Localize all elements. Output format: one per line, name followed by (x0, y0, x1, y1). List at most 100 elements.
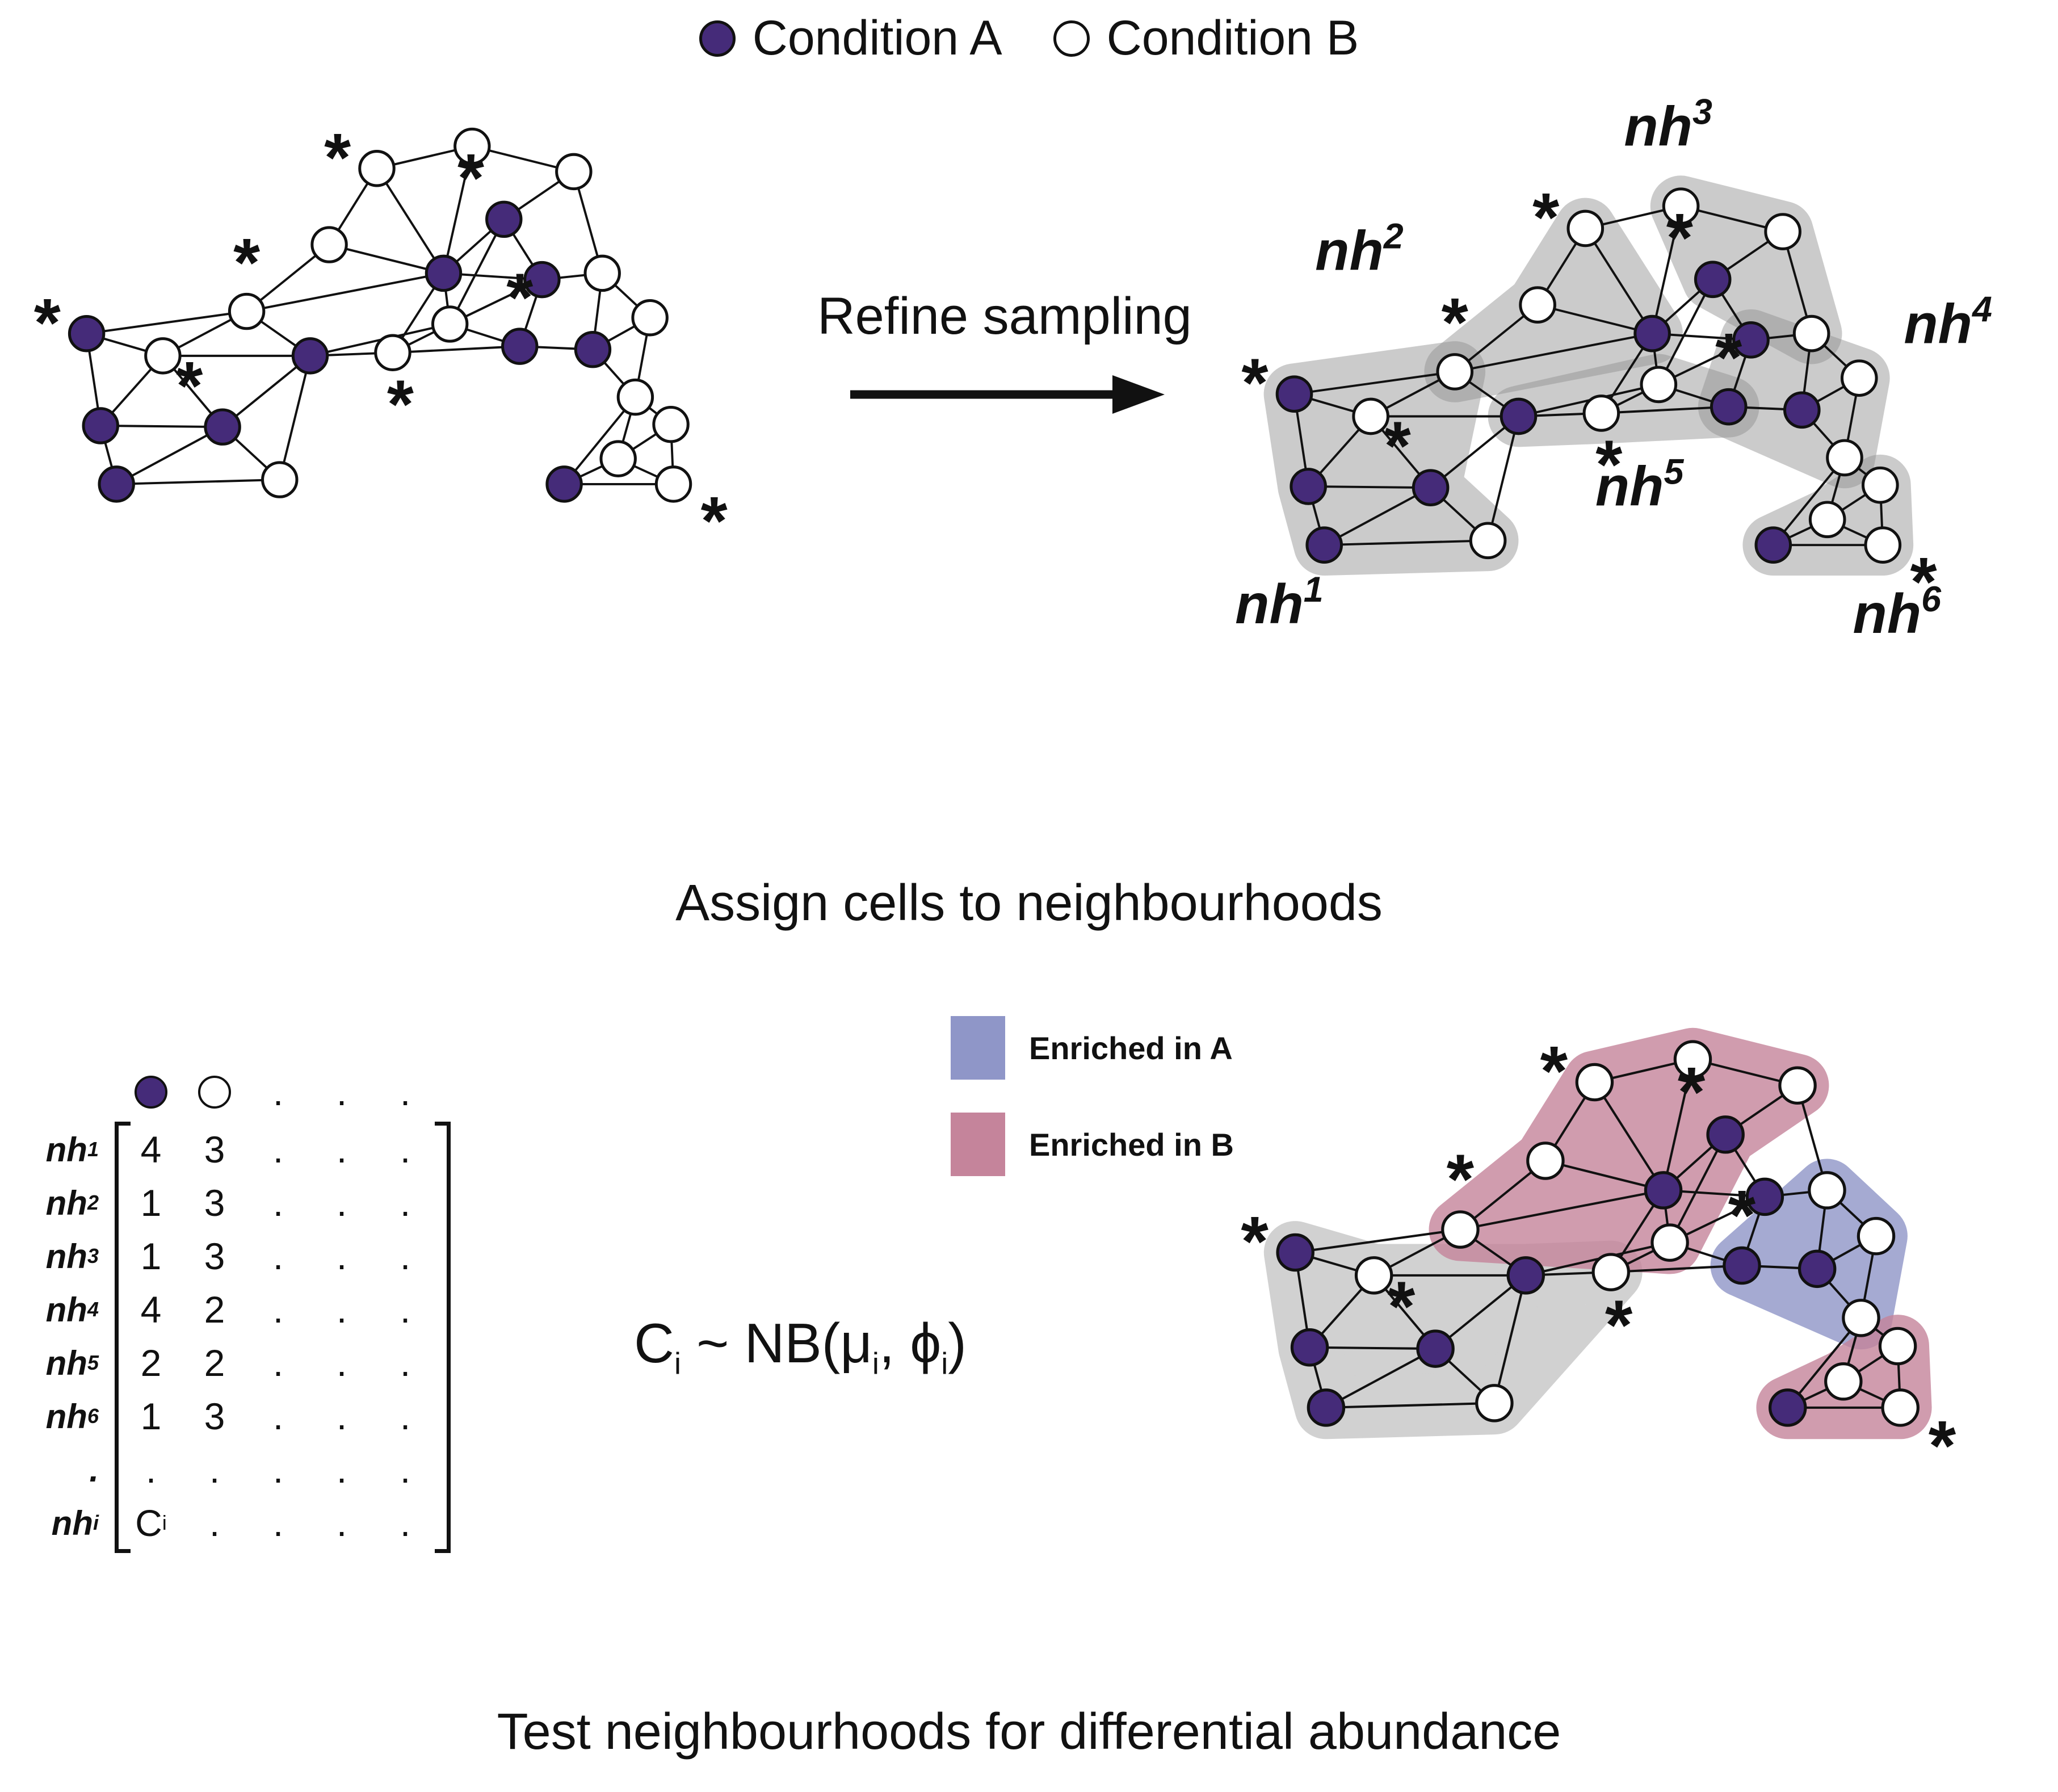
significance-stars: ******** (34, 119, 728, 559)
asterisk-marker: * (1241, 1202, 1269, 1281)
assign-caption: Assign cells to neighbourhoods (675, 875, 1383, 931)
cell-node-condition-b (1354, 1256, 1393, 1295)
cell-node-condition-b (1519, 286, 1556, 324)
graph-edge (1460, 1189, 1664, 1231)
neighbourhood-label: nh6 (1853, 580, 1942, 645)
graph-edge (1326, 1401, 1494, 1409)
matrix-cell: 3 (204, 1182, 225, 1224)
matrix-cell: . (400, 1342, 411, 1384)
graph-edge (1669, 1134, 1727, 1244)
asterisk-marker: * (1241, 345, 1269, 422)
cell-node-condition-b (1469, 522, 1507, 560)
condition-a-label: Condition A (752, 11, 1002, 65)
cell-node-condition-b (1662, 187, 1700, 225)
cell-node-condition-b (1881, 1388, 1920, 1427)
asterisk-marker: * (1715, 319, 1742, 396)
cell-node-condition-b (1857, 1216, 1896, 1256)
cell-node-condition-b (1575, 1063, 1614, 1102)
cell-node-condition-b (652, 405, 690, 443)
cell-node-condition-a (1644, 1171, 1683, 1210)
cell-node-condition-a (1506, 1256, 1545, 1295)
matrix-cell: . (400, 1128, 411, 1170)
matrix-cell: . (272, 1502, 284, 1544)
graph-edge (563, 396, 636, 485)
refine-sampling-label: Refine sampling (817, 287, 1192, 345)
cell-node-condition-b (1591, 1253, 1631, 1291)
cell-node-condition-b (1826, 439, 1863, 477)
condition-b-icon (198, 1076, 231, 1109)
asterisk-marker: * (701, 482, 728, 559)
equation-term: , ϕ (879, 1312, 942, 1374)
cell-node-condition-b (374, 334, 411, 372)
neighbourhood-label: nh3 (1624, 92, 1712, 157)
cell-node-condition-a (1412, 469, 1450, 506)
graph-initial-svg: ******** (34, 119, 728, 559)
cell-node-condition-b (1441, 1210, 1480, 1249)
graph-edge (329, 244, 444, 275)
cell-node-condition-b (453, 127, 491, 165)
matrix-cell: 2 (204, 1342, 225, 1384)
cell-node-condition-a (1710, 388, 1748, 426)
cell-node-condition-a (1723, 1246, 1761, 1285)
asterisk-marker: * (324, 119, 351, 196)
cell-node-condition-a (1416, 1329, 1455, 1368)
asterisk-marker: * (1540, 1032, 1568, 1111)
matrix-cell: . (336, 1289, 347, 1331)
asterisk-marker: * (1666, 199, 1694, 276)
matrix-header-cell: . (272, 1071, 284, 1113)
condition-b-label: Condition B (1106, 11, 1359, 65)
condition-legend: Condition A Condition B (0, 10, 2058, 66)
matrix-cell: . (400, 1395, 411, 1437)
asterisk-marker: * (387, 366, 414, 442)
matrix-cell: 1 (140, 1182, 162, 1224)
graph-edge (392, 345, 520, 354)
cell-node-condition-a (291, 337, 329, 375)
test-caption: Test neighbourhoods for differential abu… (497, 1703, 1561, 1760)
cell-node-condition-b (616, 378, 654, 416)
cell-node-condition-a (1290, 1328, 1329, 1367)
matrix-header-cell: . (336, 1071, 347, 1113)
cell-node-condition-a (98, 465, 135, 503)
graph-edge (442, 146, 473, 274)
equation-term: ) (948, 1312, 967, 1374)
enriched-in-b-item: Enriched in B (951, 1113, 1234, 1176)
graph-edge (116, 479, 280, 485)
asterisk-marker: * (1678, 1053, 1706, 1132)
cell-node-condition-a (68, 314, 106, 352)
asterisk-marker: * (1910, 543, 1938, 620)
cell-node-condition-a (82, 407, 119, 444)
graph-edge (86, 310, 247, 335)
graph-edge (116, 426, 224, 485)
graph-edge (1593, 1081, 1665, 1191)
matrix-cell: . (272, 1128, 284, 1170)
enriched-b-label: Enriched in B (1029, 1126, 1234, 1163)
graph-edge (1325, 1348, 1437, 1409)
cell-node-condition-a (1276, 1233, 1314, 1272)
graph-edge (1454, 332, 1653, 373)
cell-node-condition-a (1307, 1388, 1346, 1427)
matrix-cell: . (400, 1182, 411, 1224)
cell-node-condition-a (1745, 1177, 1784, 1216)
cell-node-condition-b (1824, 1362, 1863, 1401)
condition-b-legend-item: Condition B (1053, 10, 1359, 66)
cell-node-condition-a (1769, 1388, 1807, 1427)
cell-node-condition-b (261, 461, 299, 498)
equation-subscript: i (872, 1346, 879, 1381)
matrix-cell: 1 (140, 1235, 162, 1277)
asterisk-marker: * (34, 284, 61, 361)
cell-node-condition-b (144, 337, 182, 375)
equation-term: C (634, 1312, 674, 1374)
graph-edge (1657, 279, 1714, 385)
enrichment-legend: Enriched in A Enriched in B (951, 1016, 1234, 1176)
cell-node-condition-b (1808, 501, 1846, 539)
matrix-cell: . (400, 1235, 411, 1277)
graph-edge (1545, 1160, 1664, 1191)
graph-edge (1787, 1317, 1862, 1409)
graph-nodes (1275, 187, 1902, 564)
graph-edge (1611, 1264, 1742, 1274)
graph-edge (376, 167, 445, 274)
